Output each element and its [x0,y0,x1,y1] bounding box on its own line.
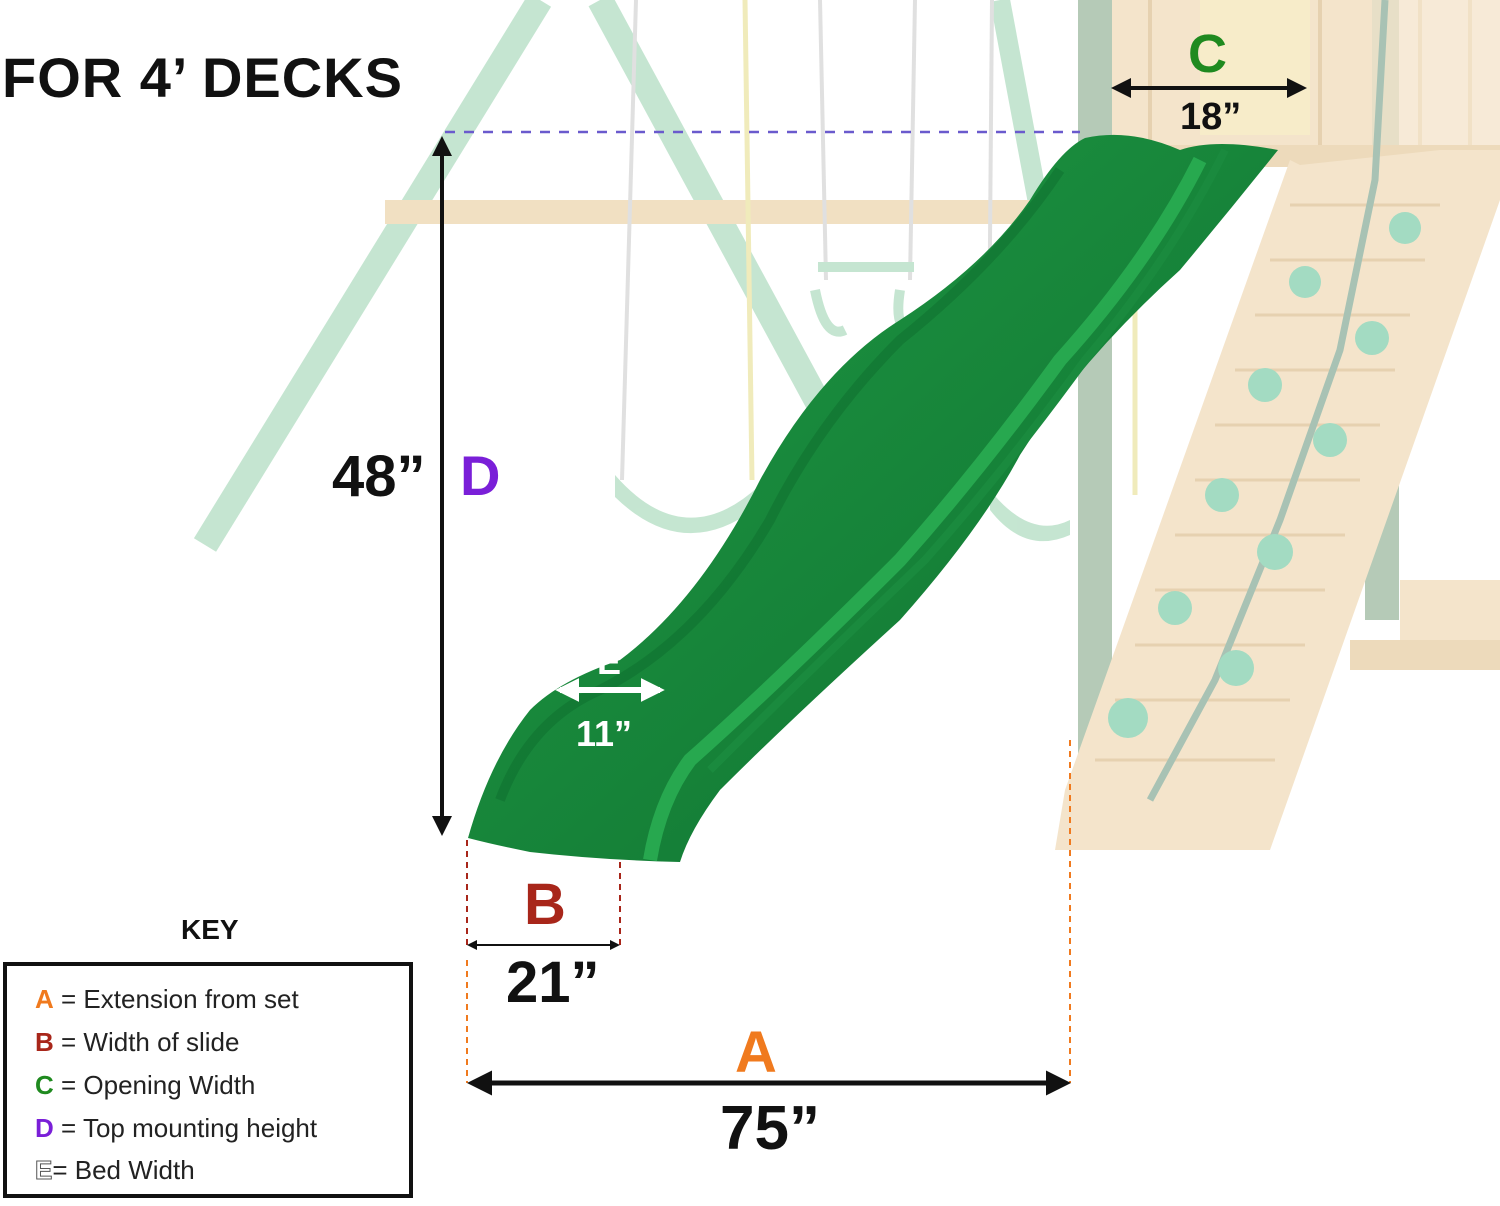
key-text-b: = Width of slide [53,1027,240,1057]
slide-rail-highlight [707,148,1229,773]
key-item-a: A = Extension from set [35,984,299,1015]
fort-sign [1200,0,1310,135]
swing-seat [990,490,1070,542]
swing-seat [615,475,760,534]
playset-background [193,0,1500,850]
green-wave-slide [468,134,1278,862]
bed-width-letter: E [597,641,622,682]
slide-body [468,134,1278,862]
key-heading: KEY [181,914,239,945]
key-text-c: = Opening Width [53,1070,256,1100]
key-item-d: D = Top mounting height [35,1113,317,1144]
extension-letter: A [735,1020,777,1085]
slide-rail [643,156,1207,862]
climbing-wall [1055,150,1500,850]
climbing-rope [1146,0,1389,802]
bed-width-value: 11” [576,713,633,754]
swing-chain [620,0,638,481]
key-legend: A = Extension from set B = Width of slid… [3,962,413,1198]
key-letter-a: A [35,984,54,1014]
slide-width-value: 21” [506,950,600,1015]
opening-width-letter: C [1188,24,1227,84]
swing-chain [908,0,917,281]
opening-width-value: 18” [1180,96,1242,138]
fort-post [1365,0,1399,620]
wood-beam [385,200,1075,224]
fort-base [1350,640,1500,670]
height-value: 48” [332,444,426,509]
key-letter-b: B [35,1027,54,1057]
fort-base [1400,580,1500,640]
swing-chain [742,0,755,481]
key-letter-d: D [35,1113,54,1143]
key-item-e: E= Bed Width [34,1155,195,1186]
page-title: FOR 4’ DECKS [2,46,403,109]
fort-wall [1112,0,1372,145]
slide-bed-shadow [495,167,1065,802]
swing-chain [818,0,828,281]
extension-value: 75” [720,1094,820,1163]
key-text-a: = Extension from set [53,984,299,1014]
key-text-e: = Bed Width [52,1155,195,1185]
fort-wall [1372,0,1500,145]
key-item-b: B = Width of slide [35,1027,239,1058]
swing-frame-leg [193,0,552,552]
key-text-d: = Top mounting height [53,1113,318,1143]
key-letter-c: C [35,1070,54,1100]
climbing-holds [1108,212,1421,738]
height-letter: D [460,444,501,507]
key-letter-e: E [34,1155,53,1186]
trapeze-bar [818,262,914,272]
slide-width-letter: B [524,872,566,937]
key-item-c: C = Opening Width [35,1070,255,1101]
